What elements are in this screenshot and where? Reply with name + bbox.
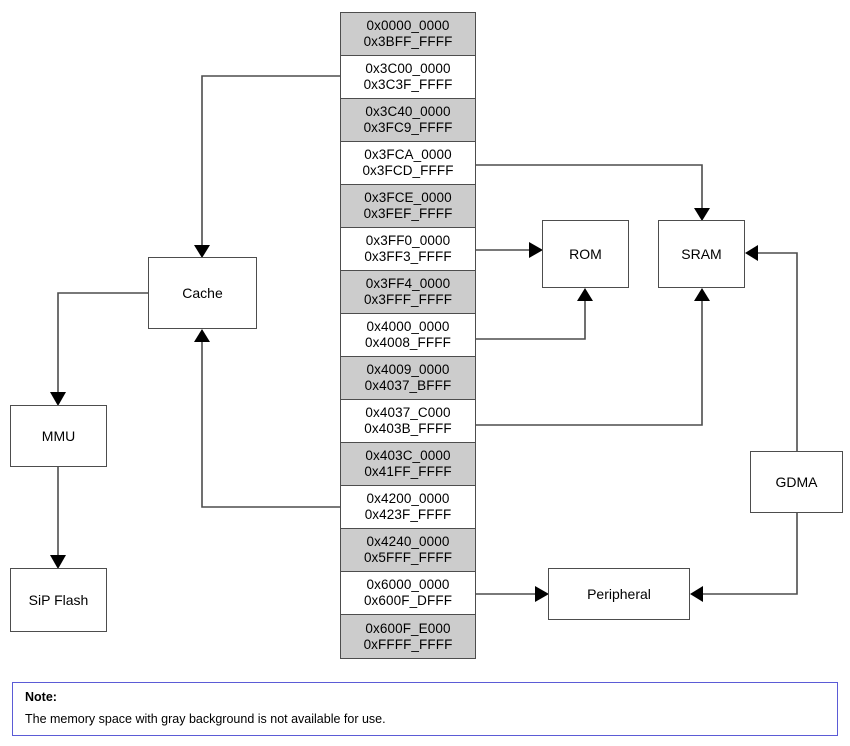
memory-row-end-address: 0xFFFF_FFFF	[363, 636, 453, 652]
arrowhead-mmu-top	[50, 392, 66, 406]
arrowhead-rom-left	[529, 242, 543, 258]
wire-3fca0000-to-sram	[476, 164, 703, 208]
block-mmu-label: MMU	[41, 428, 76, 444]
block-rom-label: ROM	[569, 246, 602, 262]
arrowhead-sram-right	[745, 245, 758, 261]
memory-row-start-address: 0x600F_E000	[365, 620, 451, 636]
arrowhead-sram-bottom	[694, 288, 710, 301]
block-rom[interactable]: ROM	[542, 220, 629, 288]
block-sip-flash[interactable]: SiP Flash	[10, 568, 107, 632]
block-gdma[interactable]: GDMA	[750, 451, 843, 513]
wire-3c000000-to-cache	[201, 75, 340, 245]
memory-row-end-address: 0x403B_FFFF	[364, 421, 452, 436]
memory-row-start-address: 0x0000_0000	[366, 18, 450, 34]
memory-row-end-address: 0x423F_FFFF	[364, 507, 452, 522]
arrowhead-sipflash-top	[50, 555, 66, 569]
memory-row-end-address: 0x5FFF_FFFF	[363, 550, 453, 565]
wire-4037c000-to-sram	[476, 301, 703, 426]
memory-row-end-address: 0x3FEF_FFFF	[363, 206, 453, 221]
arrowhead-cache-bottom	[194, 329, 210, 342]
memory-row-end-address: 0x3FC9_FFFF	[363, 120, 453, 135]
memory-row-end-address: 0x4008_FFFF	[365, 335, 451, 350]
memory-row-start-address: 0x3C00_0000	[365, 61, 451, 77]
memory-row-end-address: 0x3FCD_FFFF	[362, 163, 454, 178]
memory-row-start-address: 0x4000_0000	[366, 319, 450, 335]
block-gdma-label: GDMA	[775, 474, 818, 490]
memory-row-start-address: 0x3FF0_0000	[365, 233, 451, 249]
memory-row-end-address: 0x3BFF_FFFF	[363, 34, 453, 49]
memory-row-start-address: 0x3FCA_0000	[364, 147, 452, 163]
note-panel: Note: The memory space with gray backgro…	[12, 682, 838, 736]
arrowhead-peripheral-left	[535, 586, 549, 602]
memory-row-end-address: 0x600F_DFFF	[363, 593, 453, 608]
wire-cache-to-mmu	[57, 292, 148, 392]
memory-row-start-address: 0x4200_0000	[366, 491, 450, 507]
memory-row-start-address: 0x3FCE_0000	[364, 190, 452, 206]
arrowhead-rom-bottom	[577, 288, 593, 301]
block-peripheral-label: Peripheral	[587, 586, 651, 602]
arrowhead-peripheral-right	[690, 586, 703, 602]
memory-row-end-address: 0x41FF_FFFF	[364, 464, 452, 479]
note-title: Note:	[25, 690, 57, 704]
memory-row-start-address: 0x403C_0000	[365, 448, 451, 464]
memory-row-end-address: 0x3FF3_FFFF	[364, 249, 452, 264]
block-cache[interactable]: Cache	[148, 257, 257, 329]
memory-row-start-address: 0x3FF4_0000	[365, 276, 451, 292]
block-sip-flash-label: SiP Flash	[28, 592, 89, 608]
memory-row-start-address: 0x4009_0000	[366, 362, 450, 378]
memory-row-end-address: 0x3C3F_FFFF	[363, 77, 453, 92]
block-cache-label: Cache	[182, 285, 223, 301]
wire-40000000-to-rom	[476, 301, 586, 340]
wire-gdma-to-peripheral	[703, 513, 798, 595]
memory-row-start-address: 0x6000_0000	[366, 577, 450, 593]
block-sram[interactable]: SRAM	[658, 220, 745, 288]
wire-gdma-to-sram	[758, 252, 798, 451]
memory-row-start-address: 0x3C40_0000	[365, 104, 451, 120]
block-sram-label: SRAM	[681, 246, 722, 262]
block-peripheral[interactable]: Peripheral	[548, 568, 690, 620]
block-mmu[interactable]: MMU	[10, 405, 107, 467]
memory-row-start-address: 0x4240_0000	[366, 534, 450, 550]
note-text: The memory space with gray background is…	[25, 712, 386, 726]
wire-42000000-to-cache	[201, 342, 340, 508]
memory-row-end-address: 0x3FFF_FFFF	[363, 292, 453, 307]
memory-row-start-address: 0x4037_C000	[365, 405, 451, 421]
memory-row-end-address: 0x4037_BFFF	[364, 378, 452, 393]
